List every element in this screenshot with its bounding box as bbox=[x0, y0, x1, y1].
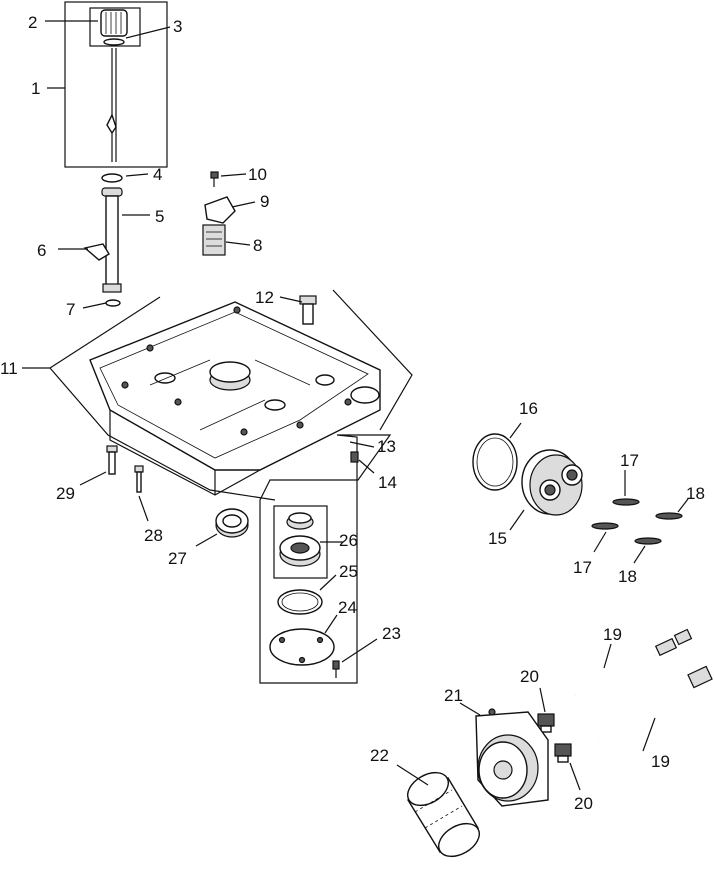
dipstick-tube bbox=[101, 187, 123, 293]
fitting-20a bbox=[537, 713, 555, 733]
callout-1: 1 bbox=[31, 79, 40, 98]
callout-14: 14 bbox=[378, 473, 397, 492]
pump-screw-23 bbox=[332, 660, 340, 678]
callout-2: 2 bbox=[28, 13, 37, 32]
fitting-14 bbox=[350, 451, 359, 463]
dipstick bbox=[106, 48, 117, 162]
callout-3: 3 bbox=[173, 17, 182, 36]
filter-adapter bbox=[521, 449, 583, 516]
callout-26: 26 bbox=[339, 531, 358, 550]
callout-20b: 20 bbox=[574, 794, 593, 813]
pan-bracket-bottom bbox=[49, 367, 276, 501]
breather-reed bbox=[202, 224, 226, 256]
callout-11: 11 bbox=[0, 359, 18, 378]
oil-hose-19b bbox=[599, 710, 651, 740]
callout-22: 22 bbox=[370, 746, 389, 765]
callout-8: 8 bbox=[253, 236, 262, 255]
filter-mount bbox=[475, 708, 549, 807]
callout-27: 27 bbox=[168, 549, 187, 568]
cap-box bbox=[89, 7, 141, 47]
gasket-18b bbox=[634, 537, 662, 545]
adapter-gasket bbox=[472, 433, 518, 491]
gasket-17b bbox=[591, 522, 619, 530]
callout-17b: 17 bbox=[573, 558, 592, 577]
callout-10: 10 bbox=[248, 165, 267, 184]
tube-seal bbox=[105, 299, 121, 307]
callout-20a: 20 bbox=[520, 667, 539, 686]
callout-13: 13 bbox=[377, 437, 396, 456]
callout-17a: 17 bbox=[620, 451, 639, 470]
oil-pump-group-outline bbox=[259, 434, 392, 684]
callout-6: 6 bbox=[37, 241, 46, 260]
pan-bracket-right bbox=[332, 289, 413, 431]
callout-19a: 19 bbox=[603, 625, 622, 644]
cap-o-ring bbox=[103, 38, 125, 46]
callout-19b: 19 bbox=[651, 752, 670, 771]
callout-28: 28 bbox=[144, 526, 163, 545]
bolt-29 bbox=[106, 445, 118, 475]
callout-5: 5 bbox=[155, 207, 164, 226]
hose-end-19 bbox=[687, 665, 713, 689]
oil-filter bbox=[407, 771, 480, 858]
bolt-28 bbox=[134, 465, 144, 493]
pump-cover-24 bbox=[269, 628, 335, 666]
tube-o-ring bbox=[101, 173, 123, 183]
callout-21: 21 bbox=[444, 686, 463, 705]
oil-fill-cap bbox=[100, 9, 128, 37]
fitting-20b bbox=[554, 743, 572, 763]
pump-rotors bbox=[279, 512, 321, 567]
dipstick-group-box bbox=[64, 1, 168, 168]
oil-hose-19a bbox=[574, 628, 693, 697]
callout-4: 4 bbox=[153, 165, 162, 184]
pan-bracket-top bbox=[49, 296, 161, 369]
callout-29: 29 bbox=[56, 484, 75, 503]
gasket-18a bbox=[655, 512, 683, 520]
callout-18b: 18 bbox=[618, 567, 637, 586]
callout-24: 24 bbox=[338, 598, 357, 617]
gasket-17a bbox=[612, 498, 640, 506]
callout-7: 7 bbox=[66, 300, 75, 319]
callout-15: 15 bbox=[488, 529, 507, 548]
oil-seal-27 bbox=[215, 508, 249, 538]
tube-bracket bbox=[83, 243, 110, 261]
callout-12: 12 bbox=[255, 288, 274, 307]
callout-16: 16 bbox=[519, 399, 538, 418]
callout-23: 23 bbox=[382, 624, 401, 643]
breather-cover bbox=[204, 196, 236, 224]
callout-18a: 18 bbox=[686, 484, 705, 503]
screw-10 bbox=[210, 171, 219, 187]
callout-9: 9 bbox=[260, 192, 269, 211]
drain-plug-12 bbox=[299, 295, 317, 325]
callout-25: 25 bbox=[339, 562, 358, 581]
oil-pan bbox=[89, 301, 381, 496]
pump-o-ring-25 bbox=[277, 589, 323, 615]
